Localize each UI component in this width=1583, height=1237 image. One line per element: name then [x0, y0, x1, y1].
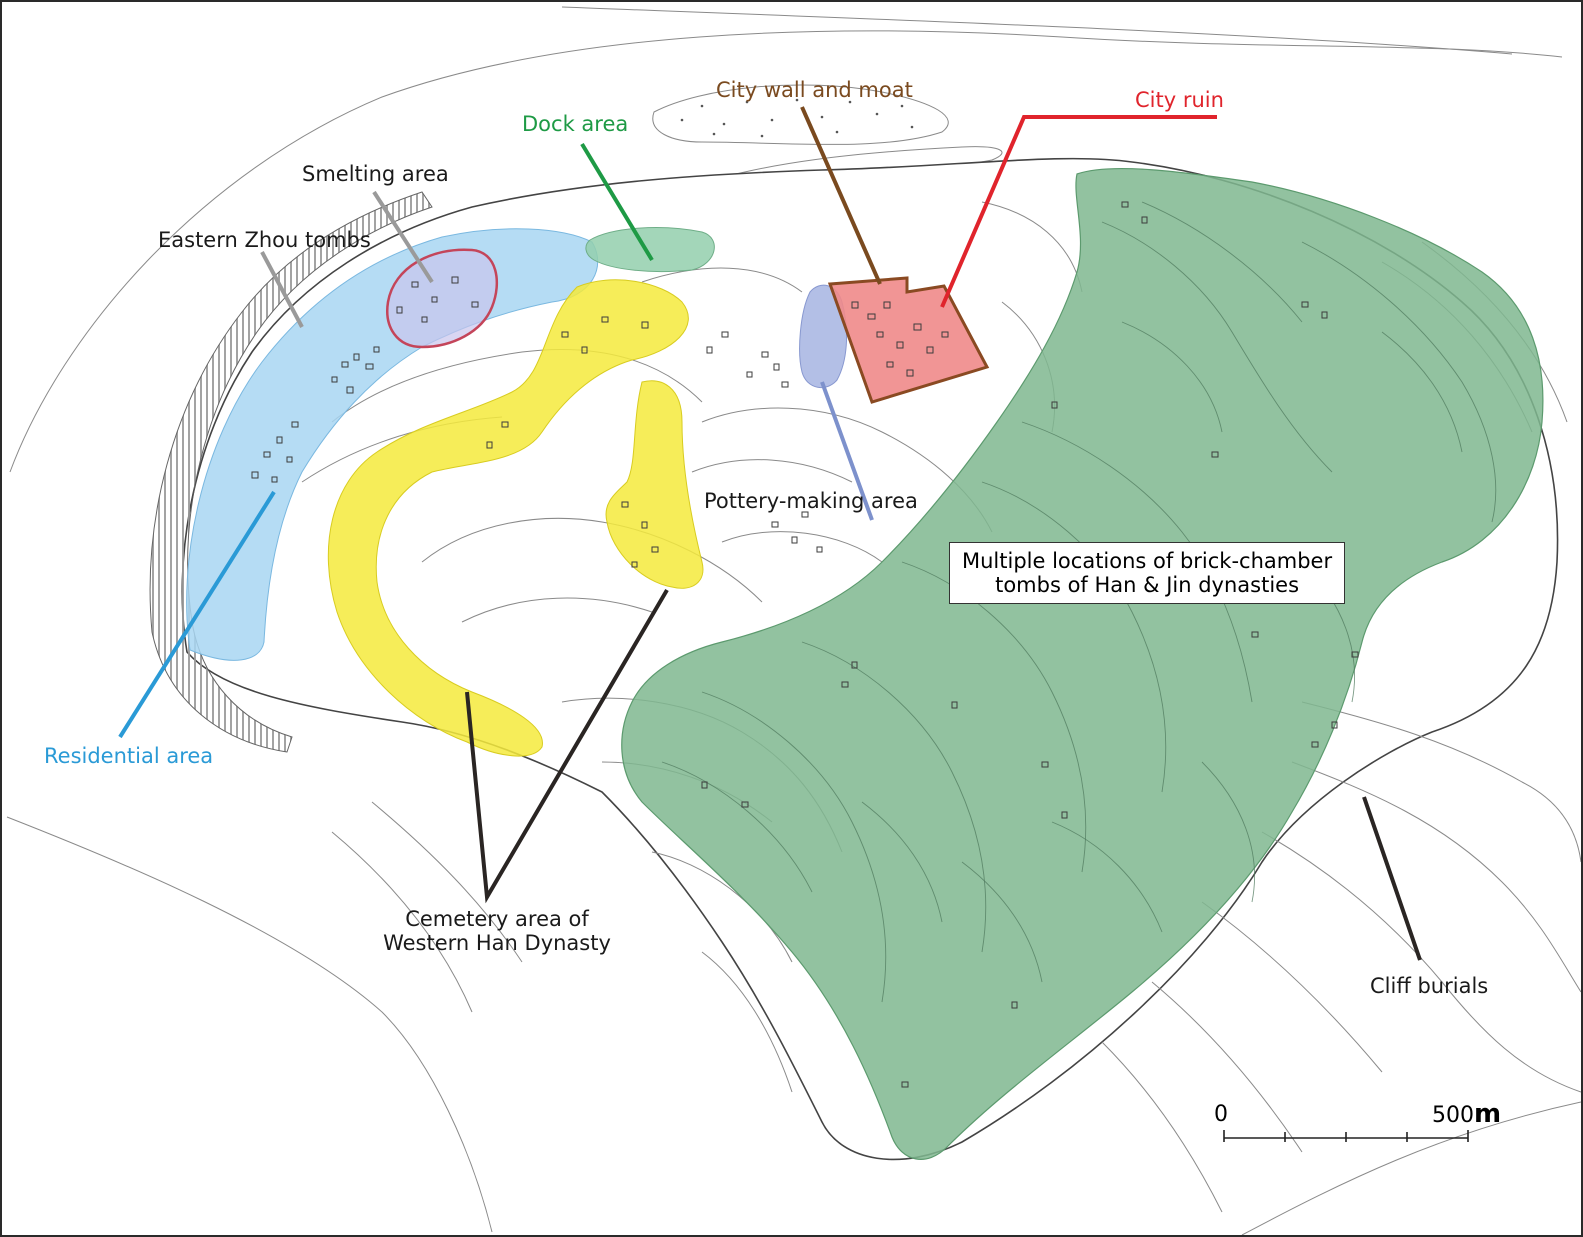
river-bank-south — [6, 816, 493, 1233]
leader-residential — [118, 490, 276, 739]
label-pottery: Pottery-making area — [704, 489, 918, 513]
scale-unit: m — [1474, 1099, 1502, 1129]
island-stipple — [680, 98, 914, 138]
escarpment-band — [149, 191, 433, 753]
scale-end-value: 500 — [1432, 1103, 1474, 1128]
label-brick-tombs-line2: tombs of Han & Jin dynasties — [995, 573, 1300, 598]
river-bank-southeast — [1241, 1101, 1581, 1235]
label-cemetery: Cemetery area of Western Han Dynasty — [377, 907, 617, 955]
western-han-cemetery-zone-2 — [605, 380, 704, 589]
brick-tombs-zone — [621, 167, 1544, 1160]
city-ruin-zone — [827, 276, 990, 404]
leader-cemetery — [465, 588, 669, 904]
leader-dock — [580, 142, 654, 262]
leader-eastern-zhou — [260, 251, 304, 328]
label-cemetery-line1: Cemetery area of — [405, 907, 589, 931]
scale-end-label: 500m — [1432, 1099, 1502, 1130]
label-cliff: Cliff burials — [1370, 974, 1489, 998]
label-brick-tombs-line1: Multiple locations of brick-chamber — [962, 549, 1333, 573]
river-bank-outer — [9, 30, 1563, 473]
leader-smelting — [372, 190, 434, 284]
label-dock: Dock area — [522, 112, 629, 136]
label-city-wall: City wall and moat — [716, 78, 913, 102]
river-bank-north — [561, 6, 1513, 55]
label-brick-tombs: Multiple locations of brick-chamber tomb… — [949, 542, 1346, 605]
dock-area-zone — [585, 227, 715, 273]
label-cemetery-line2: Western Han Dynasty — [383, 931, 611, 956]
label-city-ruin: City ruin — [1135, 88, 1224, 112]
western-han-cemetery-zone — [327, 279, 689, 757]
label-smelting: Smelting area — [302, 162, 449, 186]
scale-bar-graphic — [1223, 1130, 1469, 1142]
smelting-area-zone — [386, 248, 499, 349]
scale-start-label: 0 — [1214, 1102, 1228, 1127]
label-eastern-zhou: Eastern Zhou tombs — [158, 228, 371, 252]
building-footprints — [251, 201, 1359, 1088]
label-residential: Residential area — [44, 744, 214, 768]
leader-cliff — [1362, 796, 1422, 961]
leader-city-wall — [800, 106, 882, 285]
leader-pottery — [820, 381, 874, 521]
leader-city-ruin — [940, 115, 1217, 308]
river-island — [652, 84, 949, 145]
